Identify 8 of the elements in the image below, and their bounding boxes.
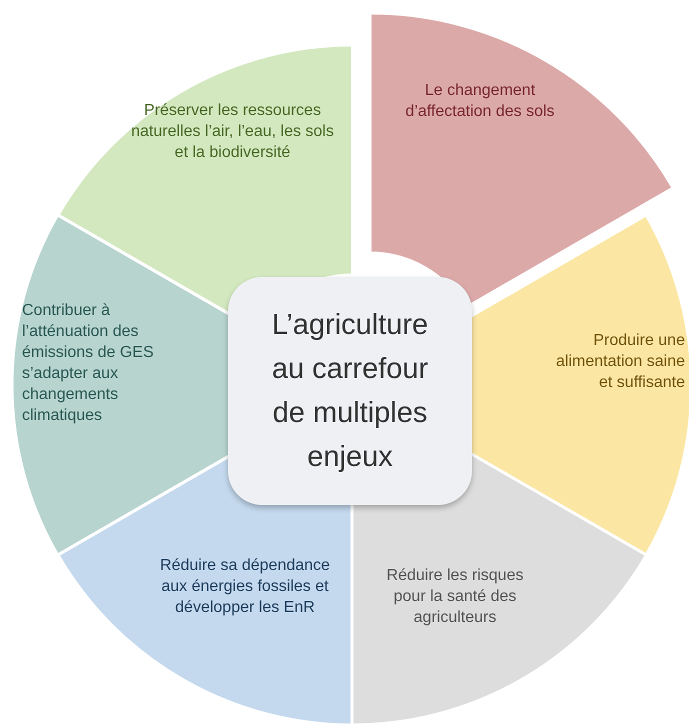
sector-label: Produire une alimentation saine et suffisante [555, 331, 685, 393]
center-title: L’agriculture au carrefour de multiples enjeux [270, 308, 430, 475]
sector-label: Préserver les ressources naturelles l’air, l’eau, les sols et la biodiversité [130, 101, 335, 163]
sector-label: Contribuer à l’atténuation des émissions de GES s’adapter aux changements climatiques [22, 301, 155, 426]
sector-label: Réduire les risques pour la santé des agriculteurs [386, 566, 524, 628]
sector-label: Réduire sa dépendance aux énergies fossiles et développer les EnR [160, 556, 330, 618]
center-box [228, 277, 472, 505]
sector-label: Le changement d’affectation des sols [404, 81, 556, 122]
